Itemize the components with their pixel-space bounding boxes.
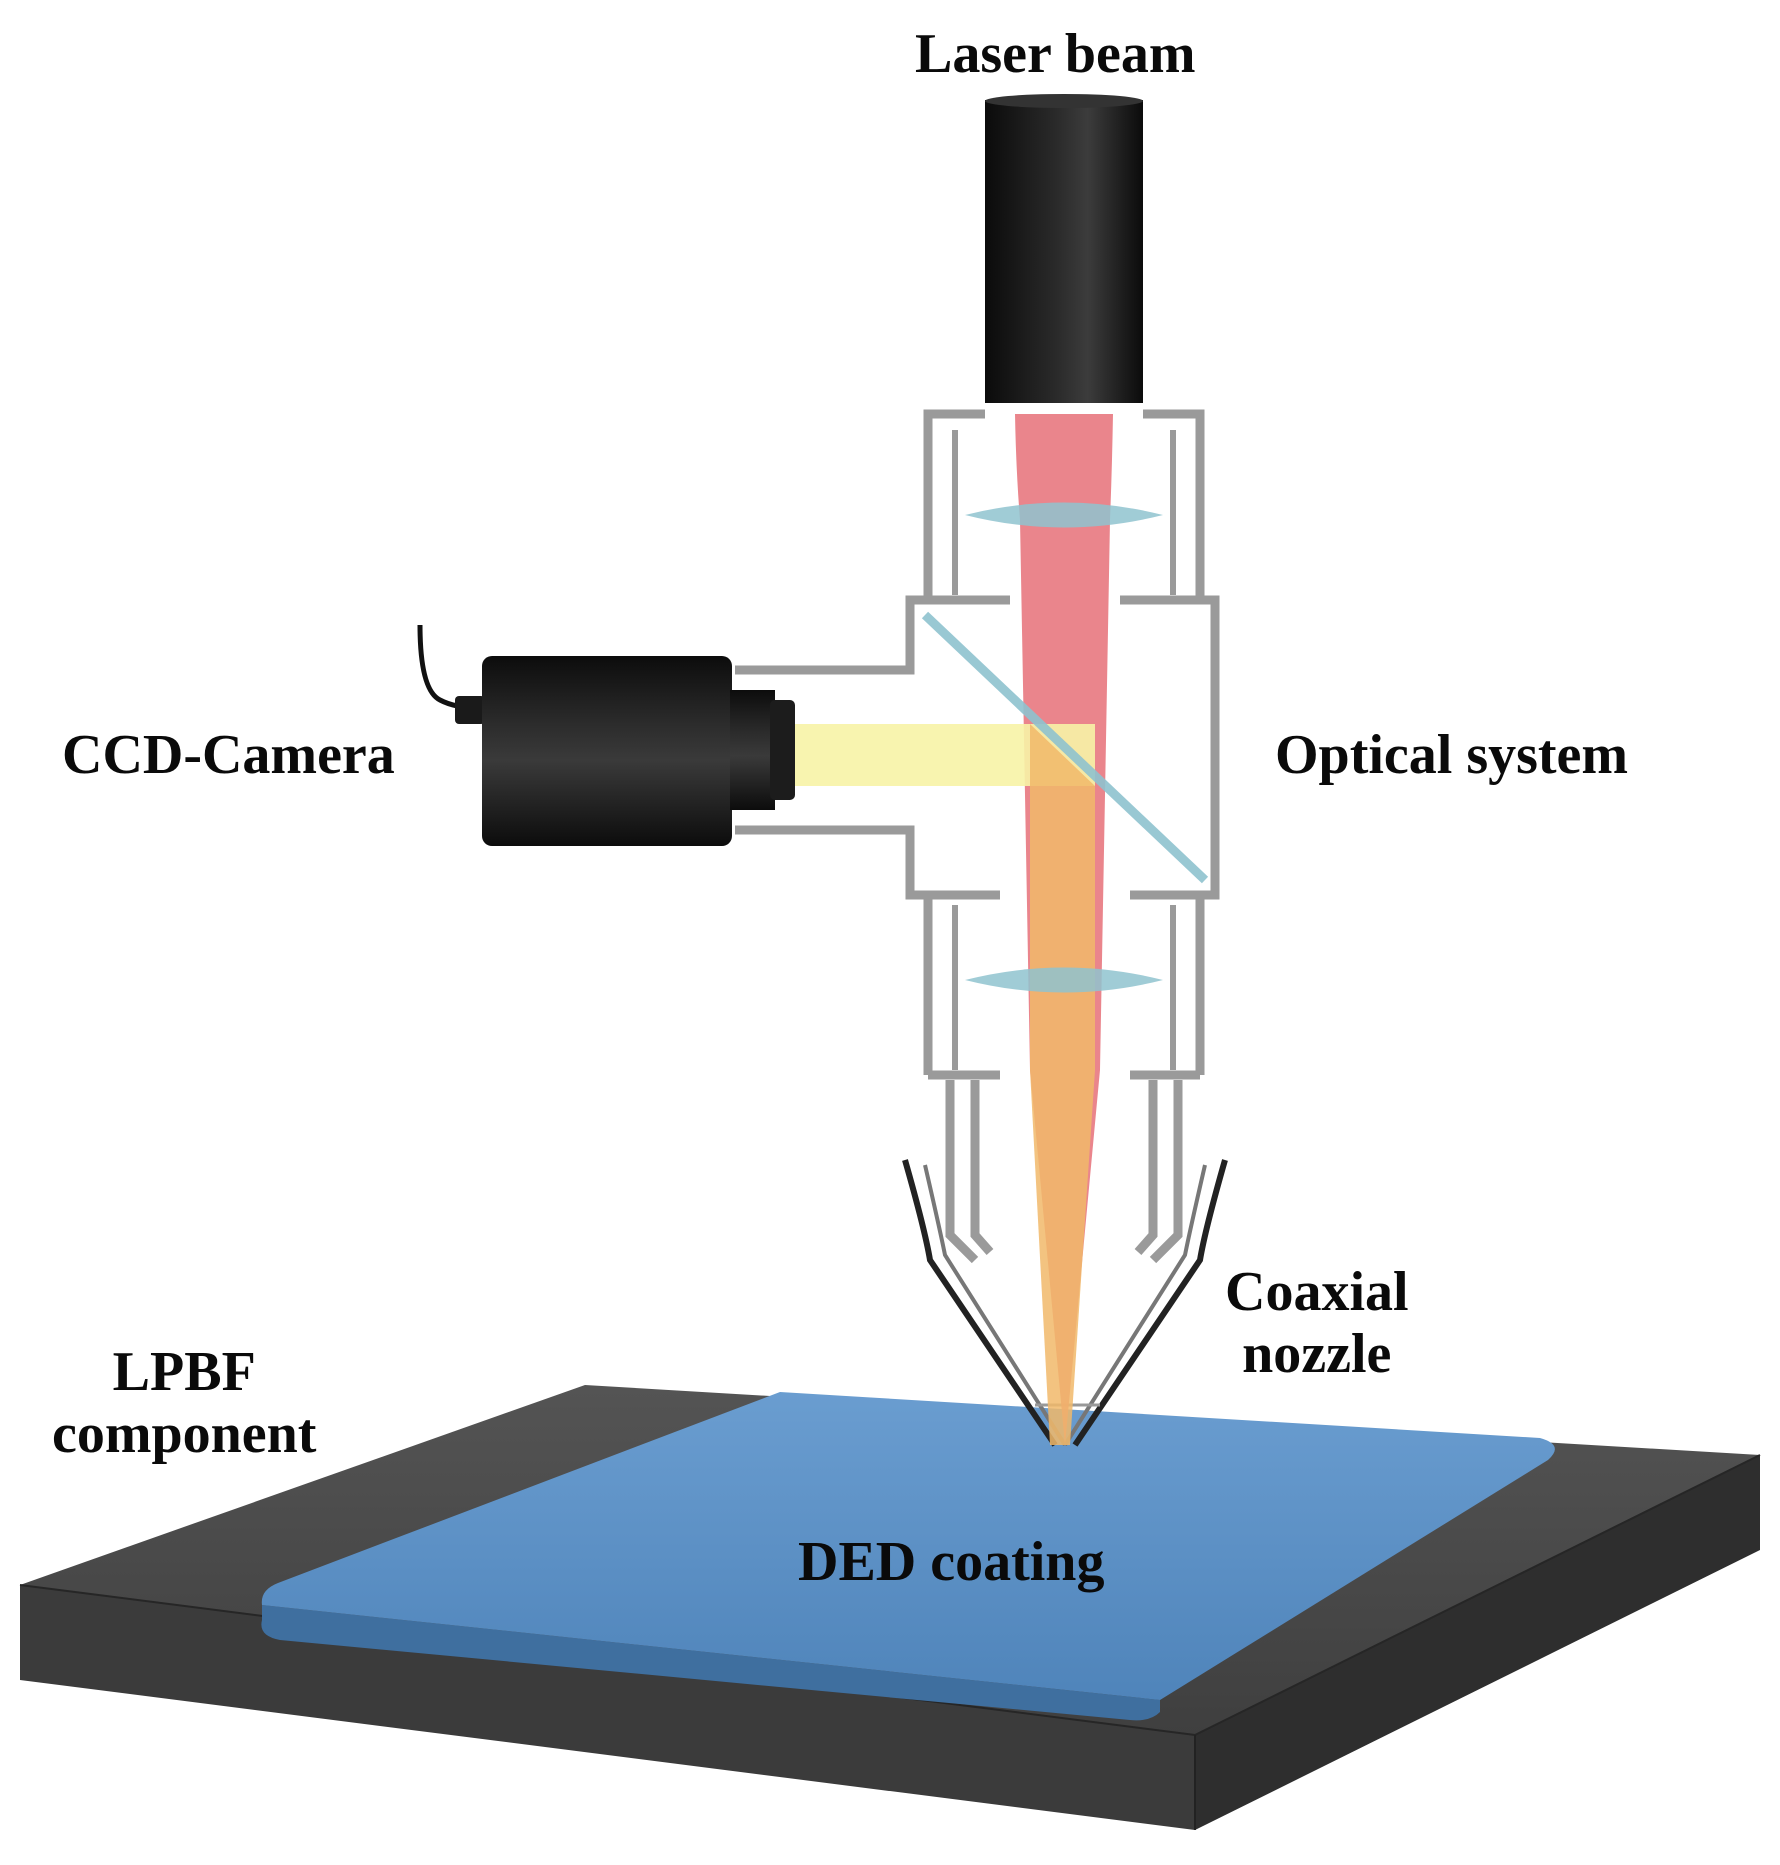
label-lpbf-component-line1: LPBF — [112, 1341, 256, 1403]
label-lpbf-component-line2: component — [52, 1402, 317, 1465]
ded-coating-layer — [261, 1392, 1555, 1721]
label-coaxial-nozzle: Coaxial nozzle — [1225, 1261, 1409, 1385]
label-ded-coating: DED coating — [798, 1531, 1105, 1593]
label-coaxial-nozzle-line2: nozzle — [1242, 1322, 1392, 1385]
ccd-camera — [417, 624, 795, 846]
label-ccd-camera: CCD-Camera — [62, 724, 395, 786]
label-lpbf-component: LPBF component — [52, 1341, 317, 1465]
combined-beam-path — [1030, 724, 1095, 1445]
beam-splitter-mirror — [921, 611, 1209, 884]
lenses — [965, 502, 1163, 993]
coaxial-nozzle — [902, 1159, 1228, 1447]
label-coaxial-nozzle-line1: Coaxial — [1225, 1261, 1409, 1323]
optical-system-housing — [735, 409, 1220, 1264]
laser-head — [985, 94, 1143, 403]
label-laser-beam: Laser beam — [915, 23, 1196, 85]
label-optical-system: Optical system — [1275, 724, 1629, 786]
